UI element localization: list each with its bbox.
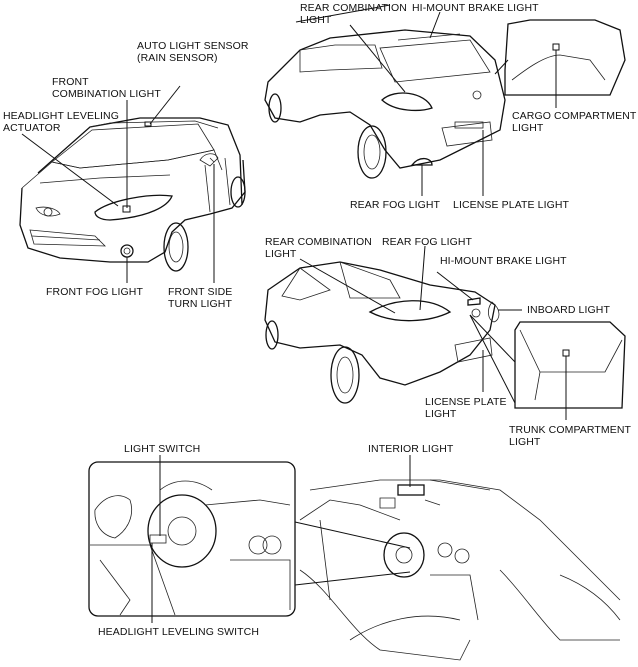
sedan-rear-combination-light-label: REAR COMBINATION LIGHT — [265, 236, 372, 260]
hatchback-rear-combination-light-label: REAR COMBINATION LIGHT — [300, 2, 407, 26]
hatchback-hi-mount-brake-light-label: HI-MOUNT BRAKE LIGHT — [412, 2, 539, 14]
hatchback-license-plate-light-label: LICENSE PLATE LIGHT — [453, 199, 570, 211]
interior-leader-lines — [151, 455, 411, 623]
front-side-turn-light-label: FRONT SIDE TURN LIGHT — [168, 286, 233, 310]
sedan-license-plate-light-label: LICENSE PLATE LIGHT — [425, 396, 507, 420]
auto-light-sensor-label: AUTO LIGHT SENSOR (RAIN SENSOR) — [137, 40, 249, 64]
front-car-illustration — [19, 117, 246, 272]
front-leader-lines — [21, 85, 215, 283]
headlight-leveling-actuator-label: HEADLIGHT LEVELING ACTUATOR — [3, 110, 119, 134]
front-combination-light-label: FRONT COMBINATION LIGHT — [52, 76, 161, 100]
hatchback-rear-fog-light-label: REAR FOG LIGHT — [350, 199, 441, 211]
trunk-compartment-light-label: TRUNK COMPARTMENT LIGHT — [509, 424, 632, 448]
front-fog-light-label: FRONT FOG LIGHT — [46, 286, 143, 298]
inboard-light-label: INBOARD LIGHT — [527, 304, 610, 316]
interior-light-label: INTERIOR LIGHT — [368, 443, 454, 455]
sedan-car-illustration — [264, 261, 626, 409]
hatchback-leader-lines — [349, 11, 557, 196]
cargo-compartment-light-label: CARGO COMPARTMENT LIGHT — [512, 110, 637, 134]
interior-illustration — [88, 461, 621, 661]
sedan-hi-mount-brake-light-label: HI-MOUNT BRAKE LIGHT — [440, 255, 567, 267]
headlight-leveling-switch-label: HEADLIGHT LEVELING SWITCH — [98, 626, 260, 638]
hatchback-car-illustration — [264, 4, 626, 179]
sedan-rear-fog-light-label: REAR FOG LIGHT — [382, 236, 473, 248]
light-switch-label: LIGHT SWITCH — [124, 443, 201, 455]
sedan-leader-lines — [299, 245, 567, 420]
